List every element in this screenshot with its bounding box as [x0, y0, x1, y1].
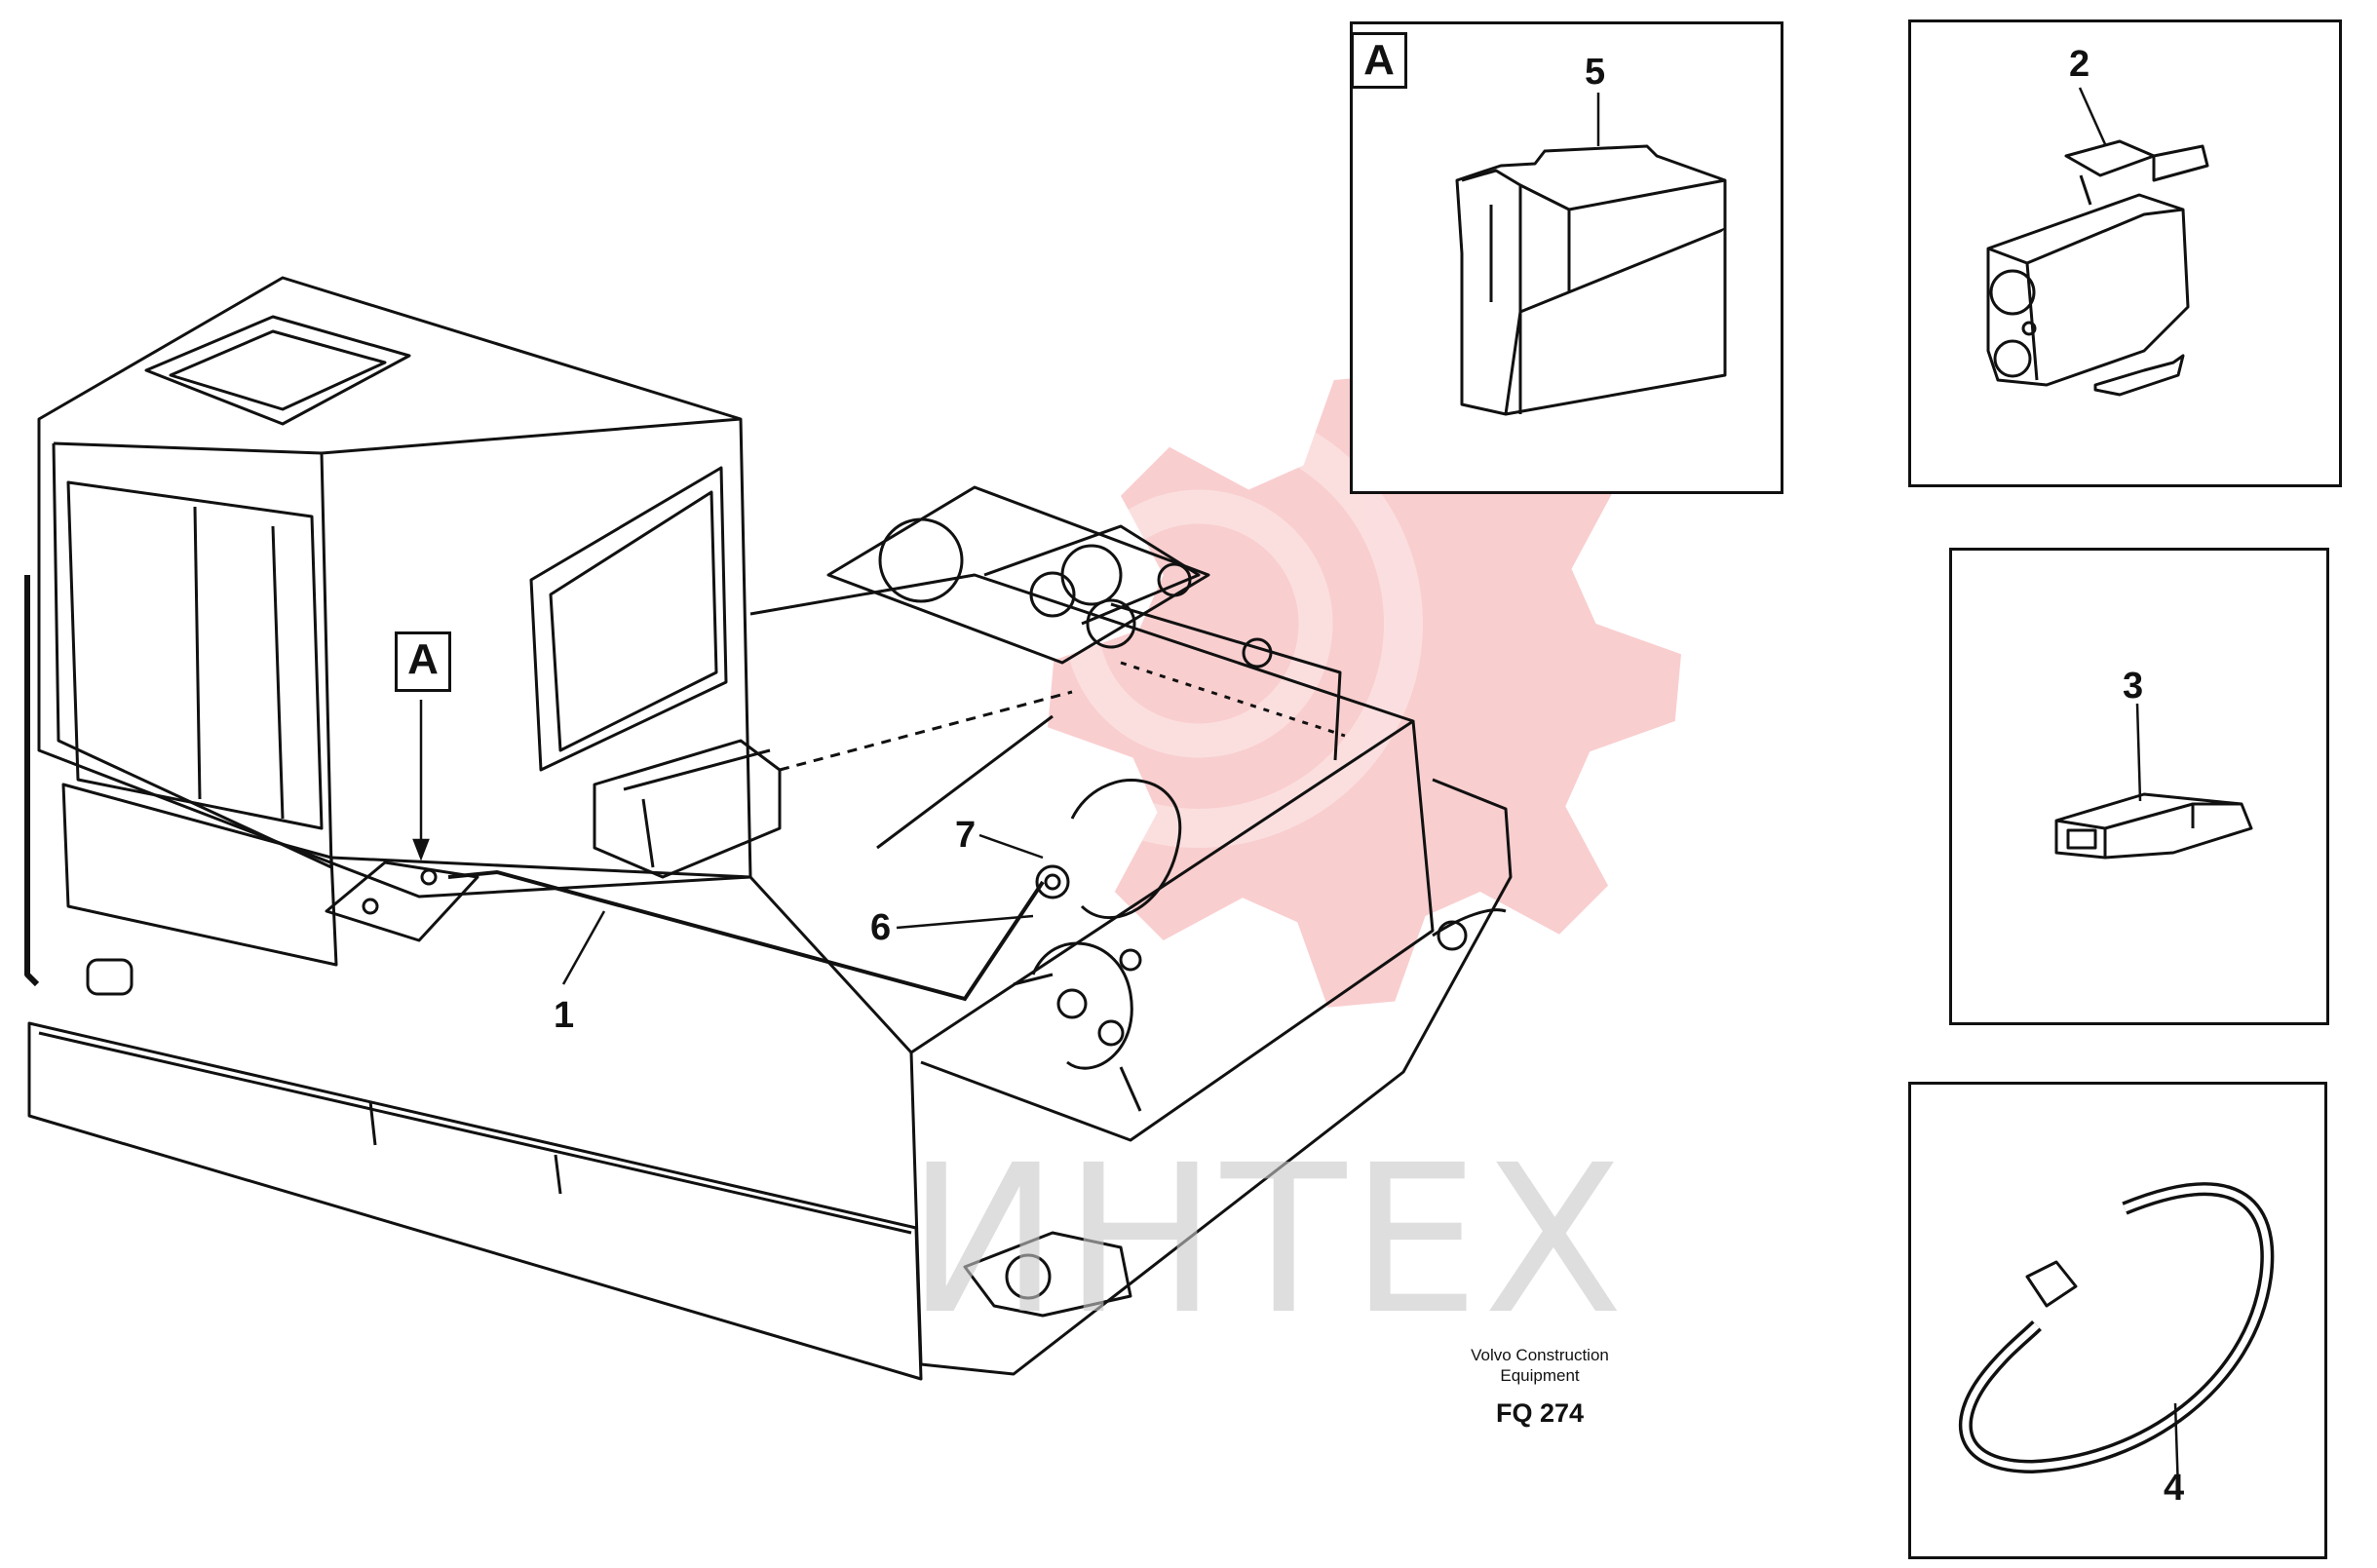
- callout-2: 2: [2069, 44, 2090, 85]
- watermark-text: ИНТЕХ: [906, 1121, 1628, 1359]
- callout-7: 7: [955, 815, 977, 856]
- callout-1: 1: [554, 995, 575, 1036]
- callout-3: 3: [2123, 666, 2144, 707]
- callout-5: 5: [1585, 52, 1606, 93]
- callout-4: 4: [2164, 1468, 2185, 1509]
- figure-code: FQ 274: [1495, 1398, 1585, 1428]
- callout-6: 6: [870, 907, 892, 948]
- main-view-tag: A: [395, 631, 451, 692]
- maker-line-1: Volvo Construction: [1471, 1346, 1609, 1364]
- detail-view-tag: A: [1351, 32, 1407, 89]
- leader-lines: [412, 700, 1044, 985]
- wire-harness-1: [447, 869, 1045, 1002]
- maker-caption: Volvo Construction Equipment: [1423, 1345, 1657, 1386]
- gear-watermark-icon: [1048, 373, 1681, 1008]
- excavator-body: [24, 276, 1513, 1381]
- maker-line-2: Equipment: [1500, 1366, 1580, 1385]
